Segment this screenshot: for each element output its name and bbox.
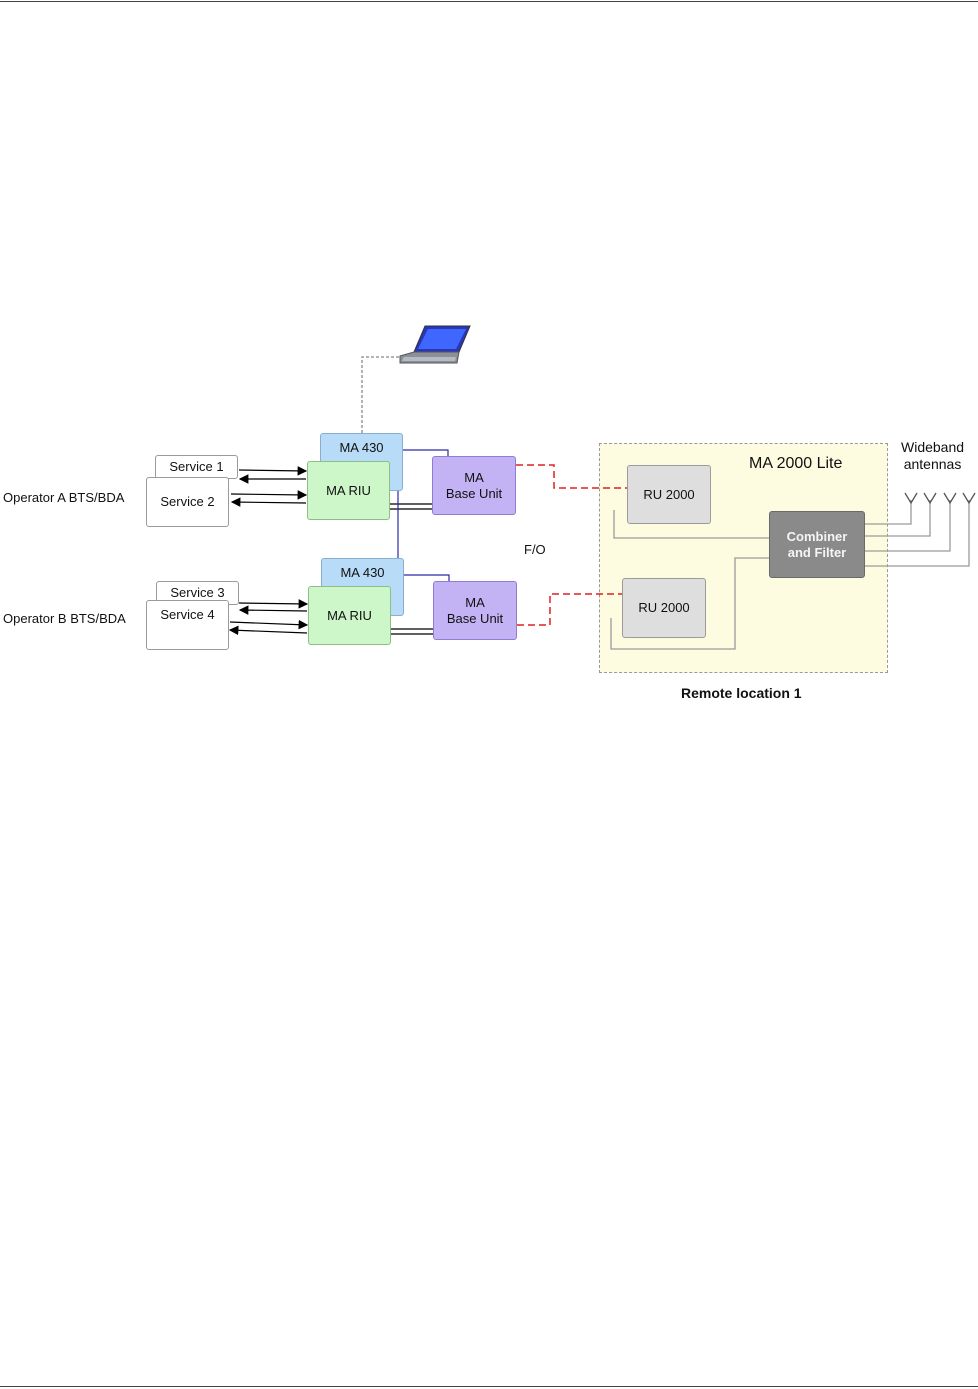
antennas-line1: Wideband — [901, 439, 964, 456]
service-1-label: Service 1 — [169, 459, 223, 475]
combiner-line2: and Filter — [788, 545, 847, 561]
arrow-a4 — [232, 502, 306, 503]
remote-caption: Remote location 1 — [681, 685, 802, 701]
ru-2000-bottom: RU 2000 — [622, 578, 706, 638]
fiber-optic-label: F/O — [524, 542, 546, 557]
antennas-label: Wideband antennas — [901, 439, 964, 473]
antennas-line2: antennas — [901, 456, 964, 473]
ru-2000-top-label: RU 2000 — [643, 487, 694, 503]
operator-b-label: Operator B BTS/BDA — [3, 611, 126, 626]
laptop-icon — [400, 326, 470, 363]
riu-base-link-bottom — [390, 629, 433, 634]
ru-2000-top: RU 2000 — [627, 465, 711, 524]
riu-base-link-top — [390, 504, 432, 509]
arrow-b1 — [239, 603, 307, 604]
laptop-link — [362, 357, 402, 433]
combiner-line1: Combiner — [787, 529, 848, 545]
riu-top: MA RIU — [307, 461, 390, 520]
combiner-filter: Combiner and Filter — [769, 511, 865, 578]
antenna-feed-1 — [865, 500, 911, 524]
remote-title: MA 2000 Lite — [749, 455, 842, 473]
service-2-label: Service 2 — [160, 494, 214, 510]
arrow-b2 — [240, 610, 307, 611]
base-unit-top: MA Base Unit — [432, 456, 516, 515]
antenna-feed-3 — [865, 500, 950, 551]
base-unit-bottom: MA Base Unit — [433, 581, 517, 640]
arrow-b3 — [230, 622, 307, 625]
fiber-link-top — [516, 465, 627, 488]
ma430-top-label: MA 430 — [339, 440, 383, 456]
antenna-feed-4 — [865, 500, 969, 566]
ma430-bottom-label: MA 430 — [340, 565, 384, 581]
antenna-icon — [905, 493, 975, 503]
riu-top-label: MA RIU — [326, 483, 371, 499]
base-unit-top-line1: MA — [464, 470, 484, 486]
ru-2000-bottom-label: RU 2000 — [638, 600, 689, 616]
antenna-feed-2 — [865, 500, 930, 536]
base-unit-bottom-line1: MA — [465, 595, 485, 611]
riu-bottom: MA RIU — [308, 586, 391, 645]
fiber-link-bottom — [517, 594, 622, 625]
service-2-box: Service 2 — [146, 477, 229, 527]
base-unit-top-line2: Base Unit — [446, 486, 502, 502]
arrow-a3 — [231, 494, 306, 495]
operator-a-label: Operator A BTS/BDA — [3, 490, 124, 505]
base-unit-bottom-line2: Base Unit — [447, 611, 503, 627]
service-4-label: Service 4 — [160, 607, 214, 623]
arrow-b4 — [230, 630, 307, 633]
arrow-a1 — [239, 470, 306, 471]
riu-bottom-label: MA RIU — [327, 608, 372, 624]
service-1-box: Service 1 — [155, 455, 238, 479]
service-4-box: Service 4 — [146, 600, 229, 650]
service-3-label: Service 3 — [170, 585, 224, 601]
